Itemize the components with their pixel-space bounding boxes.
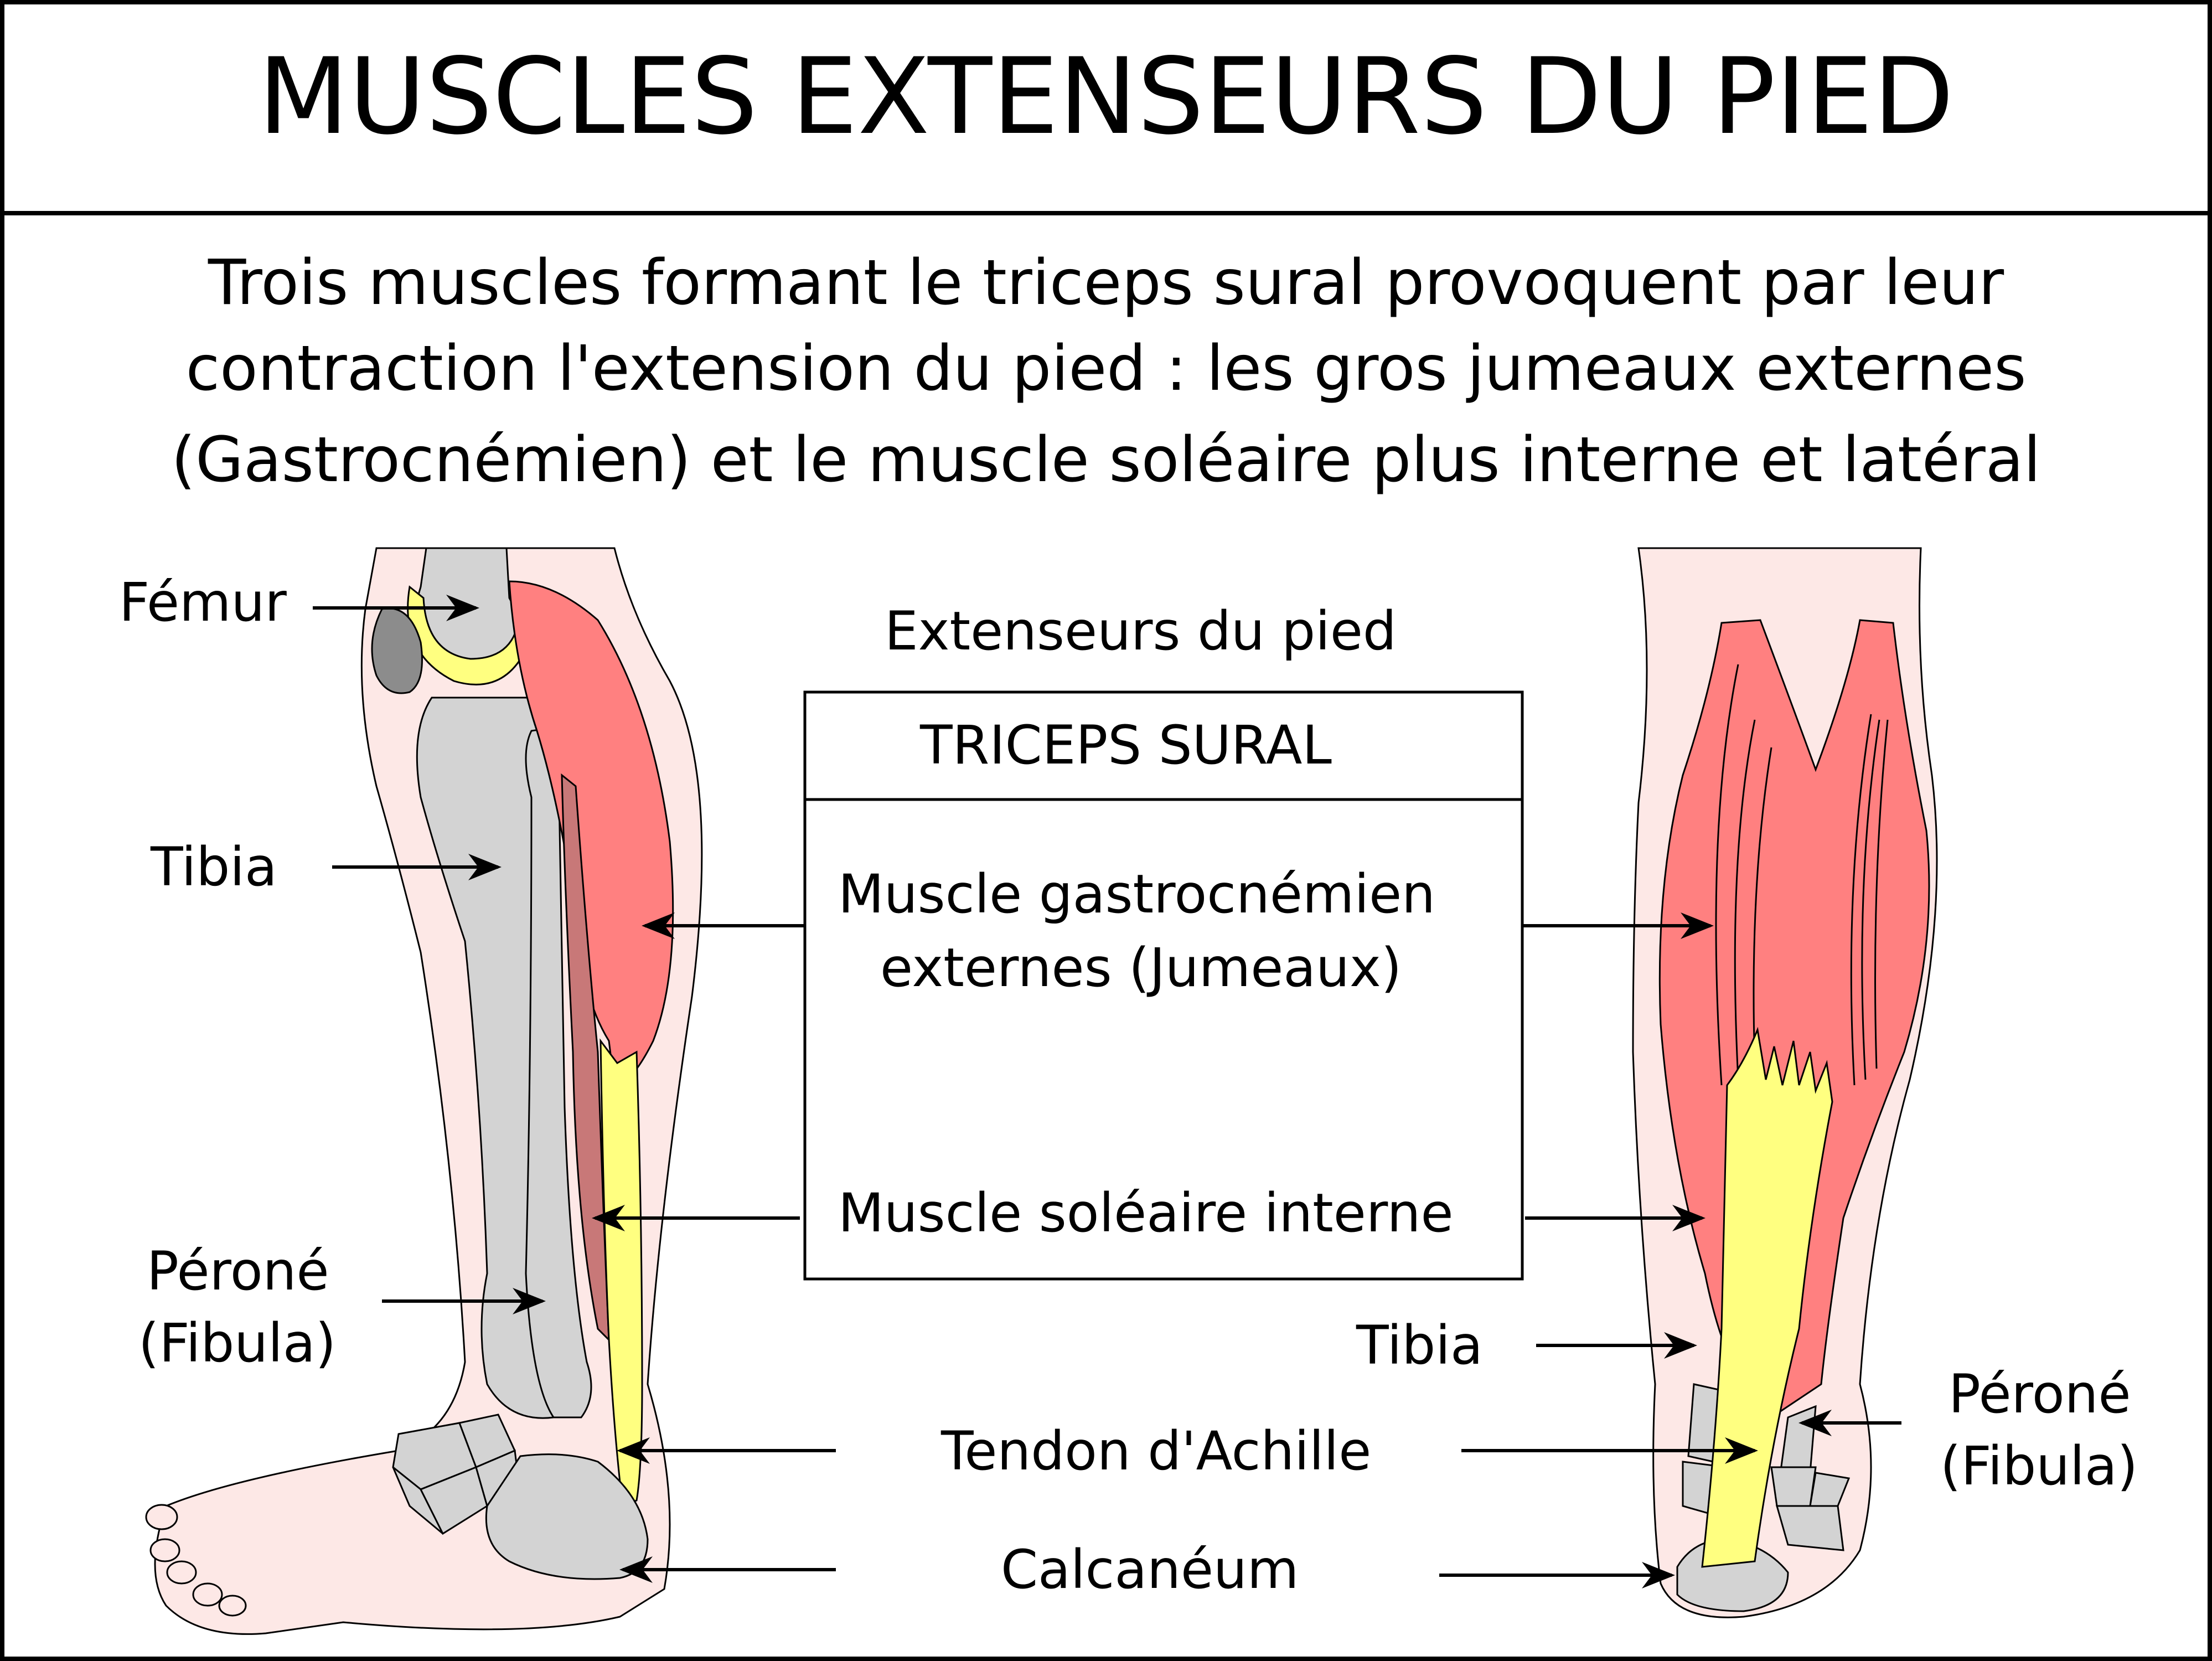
right-muscle-fiber-4 [1850, 714, 1872, 1086]
right-muscle-fiber-5 [1861, 719, 1880, 1080]
label-perone-right: Péroné [1949, 1363, 2131, 1425]
label-gastro-1: Muscle gastrocnémien [838, 863, 1436, 925]
arrows [313, 595, 1901, 1588]
intro-line-1: Trois muscles formant le triceps sural p… [208, 247, 2004, 319]
label-extenseurs: Extenseurs du pied [885, 600, 1397, 662]
left-toe-5 [218, 1595, 247, 1617]
label-perone-left: Péroné [147, 1240, 329, 1302]
left-toe-1 [145, 1504, 178, 1530]
right-tarsal-4 [1776, 1505, 1844, 1551]
right-muscle-fiber-1 [1715, 664, 1739, 1086]
label-achille: Tendon d'Achille [941, 1420, 1372, 1482]
right-leg [1632, 547, 1938, 1618]
left-leg [145, 547, 703, 1635]
triceps-box-title: TRICEPS SURAL [920, 714, 1332, 776]
right-achilles-tendon [1701, 1026, 1833, 1568]
label-femur: Fémur [119, 571, 287, 633]
left-fibula [525, 729, 592, 1418]
right-muscle-fiber-3 [1753, 747, 1772, 1064]
label-tibia-right: Tibia [1356, 1314, 1483, 1376]
triceps-box-frame [803, 690, 1524, 1281]
triceps-box [803, 690, 1524, 1281]
right-muscle-fiber-2 [1734, 719, 1756, 1080]
label-fibula-left: (Fibula) [138, 1312, 337, 1374]
label-calcaneum: Calcanéum [1001, 1539, 1299, 1601]
page-title: MUSCLES EXTENSEURS DU PIED [258, 35, 1954, 158]
label-gastro-2: externes (Jumeaux) [880, 937, 1402, 999]
intro-line-3: (Gastrocnémien) et le muscle soléaire pl… [171, 424, 2041, 496]
label-tibia-left: Tibia [151, 836, 277, 898]
right-tarsal-2 [1770, 1466, 1817, 1507]
label-soleaire: Muscle soléaire interne [838, 1182, 1454, 1244]
label-fibula-right: (Fibula) [1940, 1435, 2138, 1497]
intro-line-2: contraction l'extension du pied : les gr… [185, 333, 2027, 405]
left-toe-4 [192, 1582, 223, 1607]
left-patella [371, 607, 423, 694]
right-muscle-fiber-6 [1874, 719, 1889, 1069]
left-toe-2 [149, 1538, 180, 1562]
left-toe-3 [166, 1560, 197, 1585]
left-soleus [561, 773, 610, 1342]
